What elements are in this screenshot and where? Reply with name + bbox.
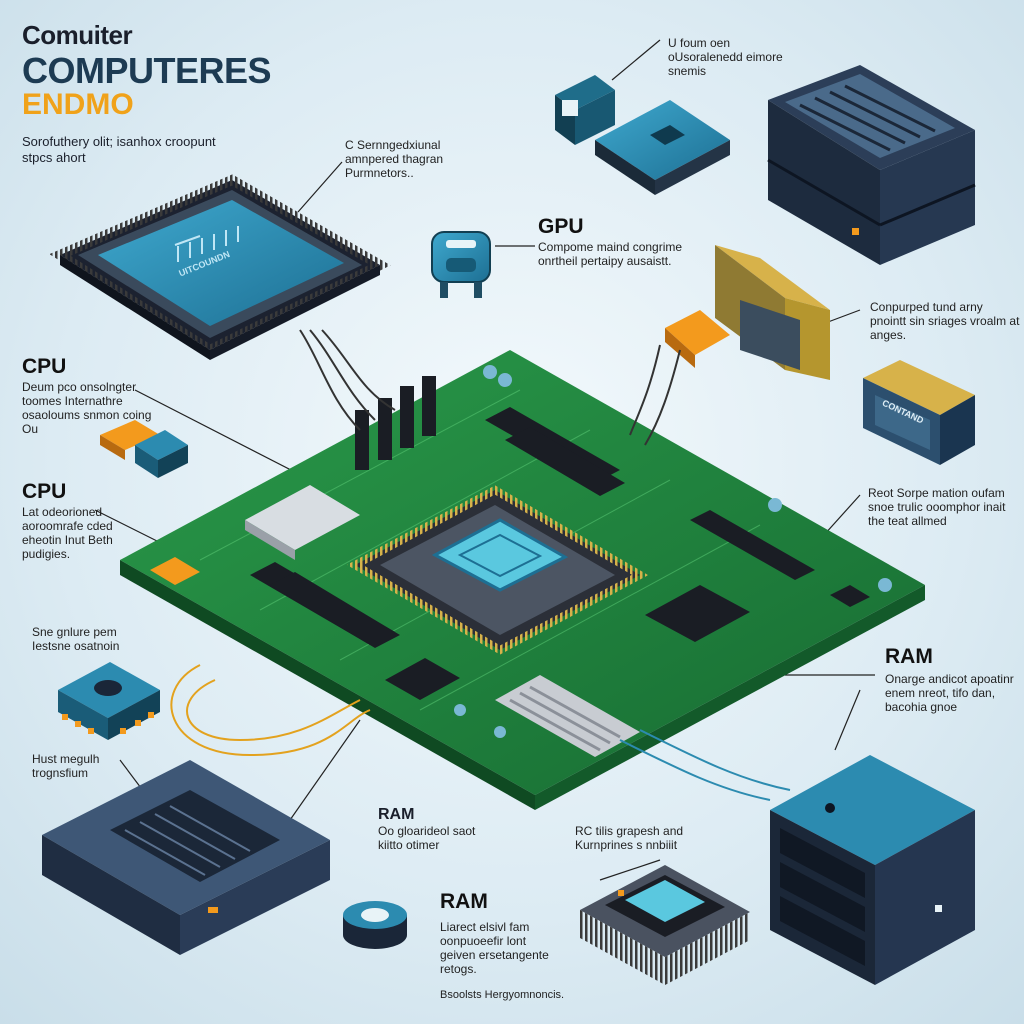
- ssd-card-right: [863, 360, 975, 465]
- title-line-3: ENDMO: [22, 88, 134, 121]
- sensor-chip-left: [58, 662, 160, 740]
- server-case-top-right: [767, 65, 976, 265]
- footer-note: Bsoolsts Hergyomnoncis.: [440, 989, 565, 1001]
- callout-top-center: C Sernngedxiunal amnpered thagran Purmne…: [345, 138, 444, 180]
- ram-description-center: Oo gloarideol saot kiitto otimer: [378, 824, 476, 852]
- ram-description-right: Onarge andicot apoatinr enem nreot, tifo…: [885, 672, 1014, 714]
- callout-left-lower: Hust megulh trognsfium: [32, 752, 100, 780]
- title-line-2: COMPUTERES: [22, 50, 272, 91]
- ram-heading-center: RAM: [378, 806, 415, 823]
- ram-heading-right: RAM: [885, 645, 933, 668]
- gpu-connector-icon: [431, 231, 491, 298]
- cpu-chip-illustration: [49, 174, 391, 360]
- title-line-1: Comuiter: [22, 20, 133, 50]
- cpu-description-1: Deum pco onsolngter toomes Internathre o…: [22, 380, 152, 436]
- callout-top-right: U foum oen oUsoralenedd eimore snemis: [668, 36, 783, 78]
- small-chip-left: [100, 420, 188, 478]
- power-button-icon: [343, 901, 407, 949]
- gpu-heading: GPU: [538, 215, 584, 238]
- router-device-bottom-left: [42, 760, 330, 955]
- drive-enclosure-bottom-right: [770, 755, 975, 985]
- callout-right-mid: Reot Sorpe mation oufam snoe trulic ooom…: [868, 486, 1006, 528]
- cpu-heading-2: CPU: [22, 480, 67, 503]
- module-chips-top: [555, 75, 730, 195]
- motherboard-illustration: [120, 350, 925, 810]
- processor-chip-bottom: [580, 865, 750, 985]
- subtitle: Sorofuthery olit; isanhox croopunt stpcs…: [22, 134, 216, 165]
- cpu-heading-1: CPU: [22, 355, 67, 378]
- gpu-description: Compome maind congrime onrtheil pertaipy…: [538, 240, 683, 268]
- cables: [170, 329, 791, 801]
- callout-left-small: Sne gnlure pem Iestsne osatnoin: [32, 625, 120, 653]
- callout-bottom-right: RC tilis grapesh and Kurnprines s nnbiii…: [575, 824, 684, 852]
- ram-description-bottom: Liarect elsivl fam oonpuoeefir lont geiv…: [440, 920, 549, 976]
- ram-heading-bottom: RAM: [440, 890, 488, 913]
- cpu-description-2: Lat odeorioned aoroomrafe cded eheotin I…: [22, 505, 113, 561]
- gold-memory-module: [665, 245, 830, 380]
- callout-right-upper: Conpurped tund arny pnointt sin sriages …: [870, 300, 1020, 342]
